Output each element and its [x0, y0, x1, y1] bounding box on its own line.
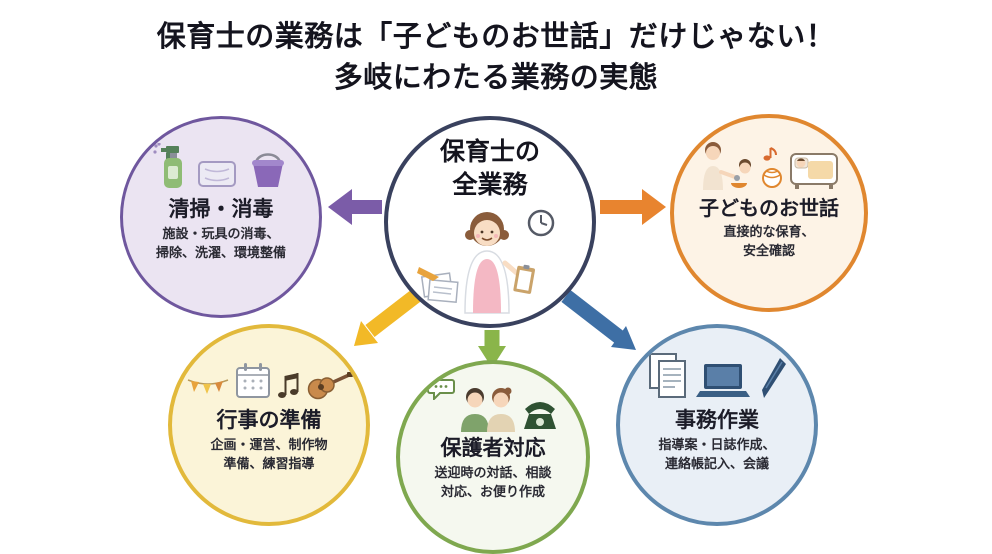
node-childcare-desc: 直接的な保育、 安全確認: [723, 225, 815, 259]
pencil-icon: [417, 267, 439, 281]
node-cleaning-title: 清掃・消毒: [168, 197, 274, 221]
title-line2: 多岐にわたる業務の実態: [333, 60, 659, 95]
ball-and-note-icon: [762, 147, 782, 188]
node-cleaning-desc: 施設・玩具の消毒、 掃除、洗濯、環境整備: [155, 227, 286, 262]
parents-icons: [427, 378, 559, 432]
center-node: 保育士の 全業務: [384, 116, 596, 328]
node-parents: 保護者対応 送迎時の対話、相談 対応、お便り作成: [396, 360, 590, 554]
arrow-to-cleaning: [328, 189, 382, 225]
baby-crib-icon: [790, 153, 838, 189]
speech-bubble-icon: [427, 379, 455, 400]
node-parents-title: 保護者対応: [440, 436, 546, 460]
telephone-icon: [524, 402, 556, 429]
feeding-child-icon: [703, 142, 751, 190]
teacher-figure: [464, 212, 535, 314]
clipboard-icon: [513, 264, 535, 294]
center-node-title: 保育士の 全業務: [439, 137, 540, 199]
node-cleaning: 清掃・消毒 施設・玩具の消毒、 掃除、洗濯、環境整備: [120, 116, 322, 318]
clock-icon: [527, 209, 555, 237]
arrow-to-office: [561, 290, 636, 350]
arrow-to-childcare: [600, 189, 666, 225]
pen-icon: [762, 358, 786, 398]
node-events-title: 行事の準備: [216, 408, 322, 432]
cleaning-icons: [153, 139, 289, 189]
cleaning-cloth-icon: [198, 161, 236, 187]
node-parents-desc: 送迎時の対話、相談 対応、お便り作成: [434, 466, 552, 501]
parents-icon: [461, 387, 515, 432]
guitar-icon: [307, 372, 353, 400]
teacher-illustration: [417, 209, 555, 314]
spray-bottle-icon: [153, 143, 182, 188]
node-office-title: 事務作業: [675, 408, 759, 432]
node-childcare-title: 子どものお世話: [699, 196, 839, 220]
page-title: 保育士の業務は「子どものお世話」だけじゃない！ 多岐にわたる業務の実態: [0, 16, 992, 98]
events-icons: [186, 348, 353, 400]
childcare-icons: [699, 136, 839, 190]
bunting-icon: [187, 379, 228, 394]
arrow-to-events: [354, 288, 423, 346]
music-note-icon: [277, 373, 298, 398]
node-childcare: 子どものお世話 直接的な保育、 安全確認: [670, 114, 868, 312]
laptop-icon: [696, 364, 750, 397]
node-events: 行事の準備 企画・運営、制作物 準備、練習指導: [168, 324, 370, 526]
node-office-desc: 指導案・日誌作成、 連絡帳記入、会議: [658, 438, 776, 473]
node-events-desc: 企画・運営、制作物 準備、練習指導: [210, 438, 328, 473]
title-line1: 保育士の業務は「子どものお世話」だけじゃない！: [156, 19, 836, 53]
bucket-icon: [252, 153, 284, 187]
documents-icon: [649, 353, 686, 398]
office-icons: [648, 348, 786, 400]
node-office: 事務作業 指導案・日誌作成、 連絡帳記入、会議: [616, 324, 818, 526]
calendar-icon: [235, 363, 270, 398]
